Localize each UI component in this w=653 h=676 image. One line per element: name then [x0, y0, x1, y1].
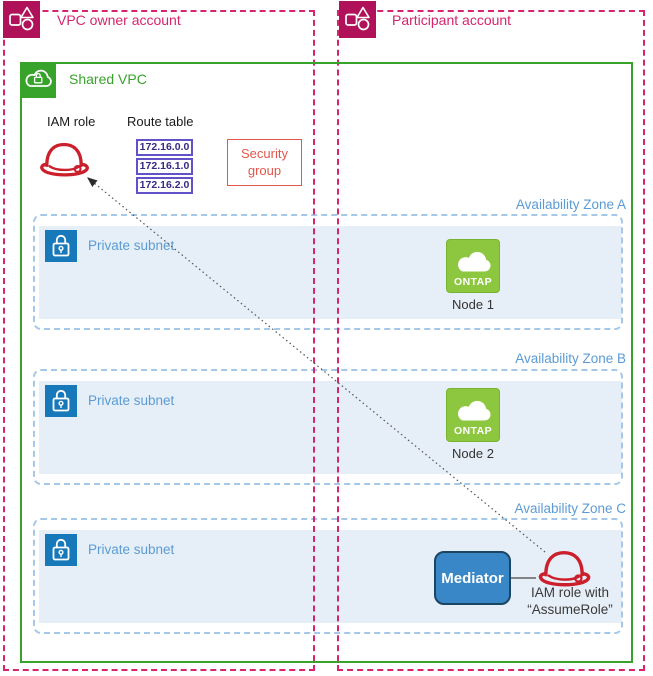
assume-role-line1: IAM role with: [530, 585, 610, 600]
route-entry: 172.16.2.0: [136, 177, 193, 194]
shared-vpc-boundary: [20, 62, 633, 663]
availability-zone-a-label: Availability Zone A: [515, 197, 626, 212]
private-subnet-lock-icon: [45, 534, 77, 566]
iam-role-icon: [35, 136, 93, 182]
private-subnet-lock-icon: [45, 385, 77, 417]
availability-zone-c-label: Availability Zone C: [514, 501, 626, 516]
participant-account-label: Participant account: [392, 12, 512, 28]
iam-role-label: IAM role: [47, 114, 96, 129]
vpc-owner-account-label: VPC owner account: [57, 12, 181, 28]
assume-role-line2: “AssumeRole”: [527, 602, 613, 617]
ontap-icon-label: ONTAP: [454, 276, 492, 288]
private-subnet-c-label: Private subnet: [88, 542, 175, 557]
route-entry: 172.16.1.0: [136, 158, 193, 175]
aws-account-icon: [3, 1, 40, 38]
private-subnet-b-label: Private subnet: [88, 393, 175, 408]
ontap-icon-label: ONTAP: [454, 425, 492, 437]
route-table: 172.16.0.0 172.16.1.0 172.16.2.0: [136, 139, 193, 196]
availability-zone-b-label: Availability Zone B: [515, 351, 626, 366]
vpc-cloud-lock-icon: [20, 62, 56, 98]
shared-vpc-label: Shared VPC: [69, 71, 147, 87]
ontap-node-icon: ONTAP: [446, 239, 500, 293]
aws-account-icon: [339, 1, 376, 38]
assume-role-label: IAM role with “AssumeRole”: [512, 584, 628, 618]
security-group-box: Security group: [227, 139, 302, 186]
private-subnet-lock-icon: [45, 230, 77, 262]
iam-assume-role-icon: [533, 546, 595, 590]
node-2-label: Node 2: [452, 446, 494, 461]
ontap-node-icon: ONTAP: [446, 388, 500, 442]
node-1-label: Node 1: [452, 297, 494, 312]
mediator-box: Mediator: [434, 551, 511, 605]
route-entry: 172.16.0.0: [136, 139, 193, 156]
route-table-label: Route table: [127, 114, 194, 129]
private-subnet-a-label: Private subnet: [88, 238, 175, 253]
